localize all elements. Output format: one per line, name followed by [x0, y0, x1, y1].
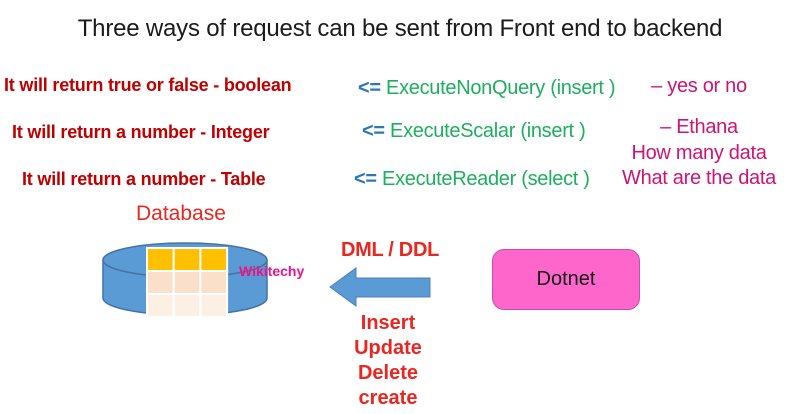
database-cylinder-icon	[102, 242, 268, 318]
crud-labels: Insert Update Delete create	[330, 311, 446, 411]
update-label: Update	[354, 337, 422, 359]
dotnet-box: Dotnet	[492, 249, 640, 310]
left-arrow-icon	[329, 267, 431, 307]
note-yes-or-no: – yes or no	[651, 75, 747, 97]
method-label-executereader: ExecuteReader (select )	[382, 168, 590, 190]
assign-arrow-icon: <=	[354, 168, 377, 190]
database-label: Database	[136, 202, 226, 225]
method-executescalar: <= ExecuteScalar (insert )	[362, 120, 586, 143]
create-label: create	[358, 387, 418, 409]
database-table-graphic	[146, 247, 229, 318]
return-type-integer-text: It will return a number - Integer	[12, 122, 270, 142]
delete-label: Delete	[357, 362, 419, 384]
return-type-table-text: It will return a number - Table	[22, 169, 266, 189]
note-what-are-the-data: What are the data	[622, 167, 776, 189]
method-label-executenonquery: ExecuteNonQuery (insert )	[386, 77, 616, 99]
note-how-many-data: How many data	[631, 142, 767, 164]
method-executereader: <= ExecuteReader (select )	[354, 168, 590, 191]
note-ethana: – Ethana	[660, 116, 738, 138]
assign-arrow-icon: <=	[362, 120, 385, 142]
method-executenonquery: <= ExecuteNonQuery (insert )	[358, 77, 616, 100]
assign-arrow-icon: <=	[358, 77, 381, 99]
return-type-boolean-text: It will return true or false - boolean	[4, 75, 292, 95]
watermark-text: Wikitechy	[239, 263, 305, 279]
page-title: Three ways of request can be sent from F…	[77, 15, 723, 42]
dml-ddl-label: DML / DDL	[340, 239, 440, 261]
insert-label: Insert	[360, 312, 416, 334]
dotnet-label: Dotnet	[536, 268, 596, 290]
method-label-executescalar: ExecuteScalar (insert )	[390, 120, 586, 142]
